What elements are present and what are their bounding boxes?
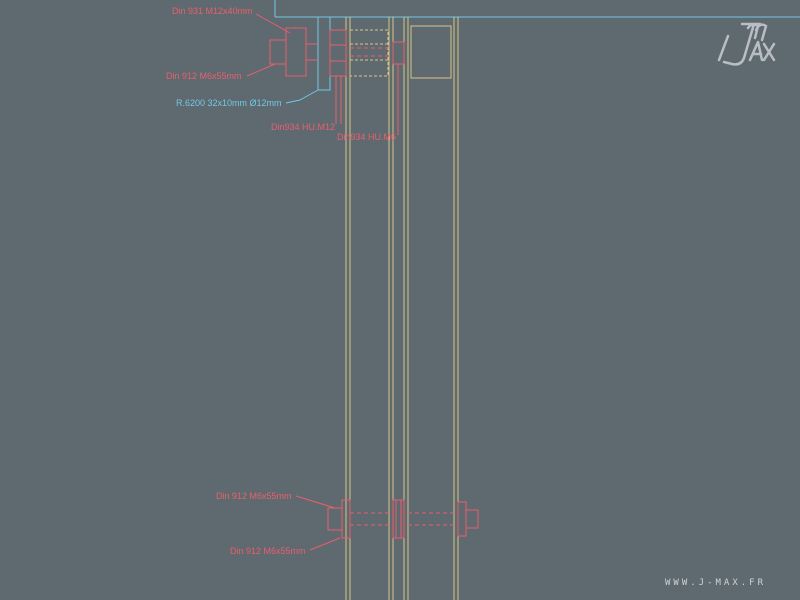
screw-head-top [269,39,287,65]
bottom-screw-assembly [327,499,479,539]
pulley-block [410,25,452,79]
bolt-head-top [285,27,307,77]
jmax-logo-icon [717,22,776,66]
leader-lines [246,13,399,551]
label-screw-bottom-2: Din 912 M6x55mm [230,546,306,556]
spacer-bottom [392,499,405,539]
screw-head-bottom [327,507,343,531]
label-bearing: R.6200 32x10mm Ø12mm [176,98,282,108]
label-screw-top: Din 912 M6x55mm [166,71,242,81]
nut-m6 [392,41,405,65]
footer-url: WWW.J-MAX.FR [665,578,766,588]
screw-end-bottom [465,509,479,529]
label-nut-m6: Din934 HU.M6 [337,132,396,142]
yellow-frame [345,17,459,600]
label-nut-m12: Din934 HU.M12 [271,122,335,132]
label-bolt-top: Din 931 M12x40mm [172,6,253,16]
top-bolt-assembly [269,27,405,77]
label-screw-bottom-1: Din 912 M6x55mm [216,491,292,501]
bearing-hidden-outline [349,29,389,77]
nut-m12 [329,29,347,77]
blue-plate-outline [274,0,800,101]
nut-bottom [457,501,467,537]
